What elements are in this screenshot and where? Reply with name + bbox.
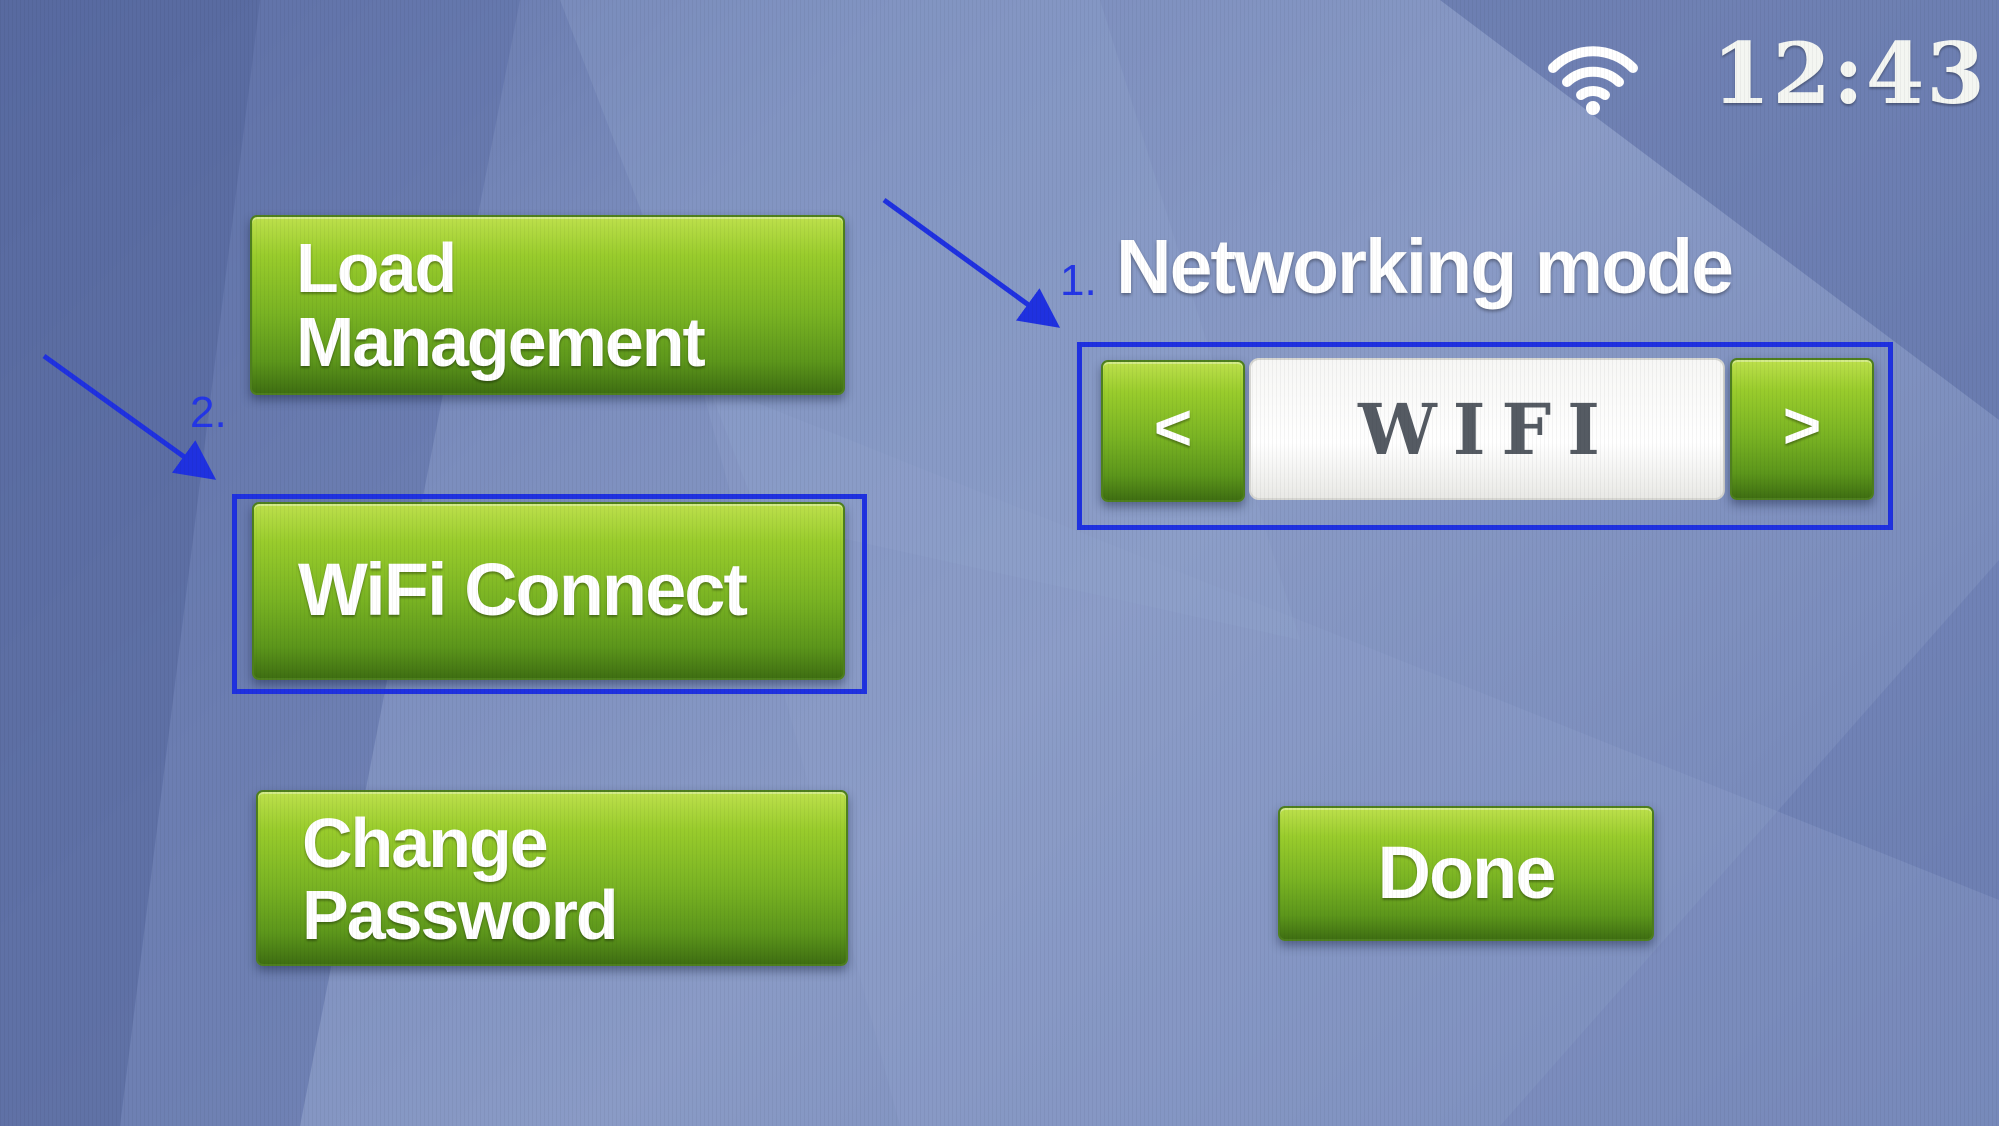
networking-mode-value: WIFI xyxy=(1249,358,1725,500)
done-button[interactable]: Done xyxy=(1278,806,1654,941)
load-management-label-line1: Load xyxy=(296,229,457,307)
change-password-label-line2: Password xyxy=(302,876,619,954)
annotation-step-1-label: 1. xyxy=(1060,256,1097,305)
wifi-connect-label: WiFi Connect xyxy=(298,548,748,631)
annotation-box-wifi-connect xyxy=(232,494,867,694)
wifi-connect-button[interactable]: WiFi Connect xyxy=(252,502,845,680)
load-management-label-line2: Management xyxy=(296,303,706,381)
mode-prev-button[interactable]: < xyxy=(1101,360,1245,502)
mode-next-button[interactable]: > xyxy=(1730,358,1874,500)
load-management-button[interactable]: Load Management xyxy=(250,215,845,395)
clock-time: 12:43 xyxy=(1712,24,1987,123)
annotation-step-2-label: 2. xyxy=(190,388,227,437)
change-password-button[interactable]: Change Password xyxy=(256,790,848,966)
annotation-box-networking xyxy=(1077,342,1893,530)
wifi-icon xyxy=(1548,46,1638,115)
change-password-label-line1: Change xyxy=(302,804,549,882)
networking-mode-title: Networking mode xyxy=(1116,224,1734,310)
